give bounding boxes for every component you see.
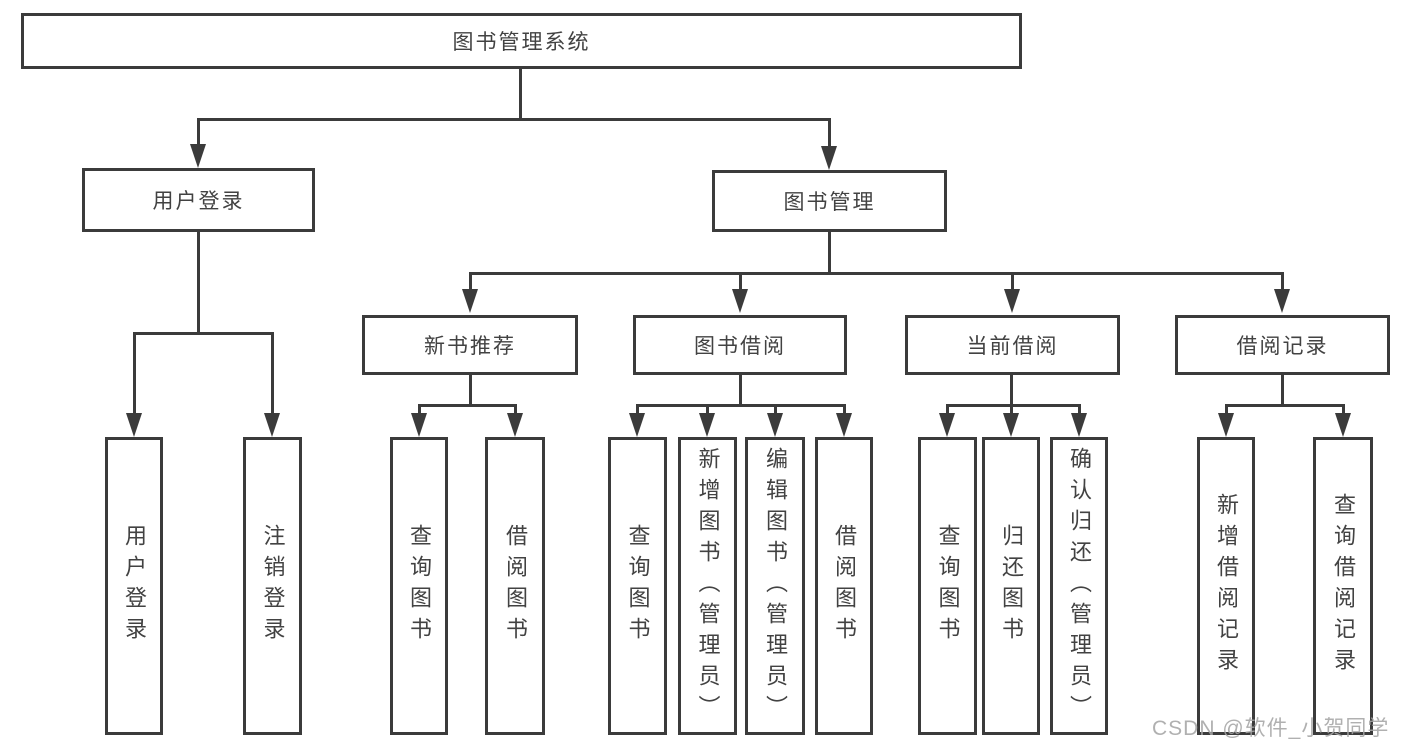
leaf-user-login: 用户登录	[105, 437, 163, 735]
leaf-confirm-return-admin: 确认归还（管理员）	[1050, 437, 1108, 735]
connector-root-hbar	[197, 118, 830, 121]
node-current-borrow: 当前借阅	[905, 315, 1120, 375]
leaf-borrow-books: 借阅图书	[815, 437, 873, 735]
connector-newbook-stem	[469, 375, 472, 407]
connector-userlogin-stem	[197, 232, 200, 335]
arrow-down-icon	[264, 413, 280, 437]
leaf-logout: 注销登录	[243, 437, 302, 735]
leaf-query-borrow-record-label: 查询借阅记录	[1331, 493, 1356, 679]
leaf-borrow-books-recommend-label: 借阅图书	[503, 524, 528, 648]
connector-bookborrow-hbar	[636, 404, 846, 407]
leaf-edit-books-admin: 编辑图书（管理员）	[745, 437, 805, 735]
connector-arm-leaf-login	[133, 332, 136, 416]
connector-arm-new-books	[469, 272, 472, 292]
arrow-down-icon	[699, 413, 715, 437]
leaf-query-books-recommend: 查询图书	[390, 437, 448, 735]
arrow-down-icon	[1335, 413, 1351, 437]
leaf-query-borrow-record: 查询借阅记录	[1313, 437, 1373, 735]
connector-arm	[843, 404, 846, 415]
connector-arm-book-mgmt	[828, 118, 831, 150]
arrow-down-icon	[411, 413, 427, 437]
node-book-management-label: 图书管理	[783, 191, 876, 214]
leaf-add-borrow-record: 新增借阅记录	[1197, 437, 1255, 735]
arrow-down-icon	[1004, 289, 1020, 313]
leaf-borrow-books-label: 借阅图书	[832, 524, 857, 648]
connector-arm-leaf-logout	[271, 332, 274, 416]
leaf-logout-label: 注销登录	[260, 524, 286, 648]
node-user-login: 用户登录	[82, 168, 315, 232]
arrow-down-icon	[126, 413, 142, 437]
node-book-borrow-label: 图书借阅	[694, 335, 786, 358]
connector-arm	[514, 404, 517, 415]
connector-arm	[1342, 404, 1345, 415]
node-borrow-records: 借阅记录	[1175, 315, 1390, 375]
connector-root-stem	[519, 69, 522, 121]
node-current-borrow-label: 当前借阅	[966, 335, 1059, 358]
leaf-user-login-label: 用户登录	[122, 524, 147, 648]
leaf-query-books-recommend-label: 查询图书	[407, 524, 432, 648]
arrow-down-icon	[1274, 289, 1290, 313]
arrow-down-icon	[1218, 413, 1234, 437]
connector-arm-borrow-records	[1281, 272, 1284, 292]
arrow-down-icon	[462, 289, 478, 313]
connector-bookmgmt-hbar	[469, 272, 1283, 275]
connector-arm	[1078, 404, 1081, 415]
arrow-down-icon	[821, 146, 837, 170]
connector-arm	[774, 404, 777, 415]
leaf-borrow-books-recommend: 借阅图书	[485, 437, 545, 735]
node-borrow-records-label: 借阅记录	[1236, 335, 1329, 358]
leaf-query-books-current-label: 查询图书	[935, 524, 961, 648]
leaf-add-books-admin-label: 新增图书（管理员）	[695, 446, 721, 726]
node-book-borrow: 图书借阅	[633, 315, 847, 375]
arrow-down-icon	[732, 289, 748, 313]
arrow-down-icon	[190, 144, 206, 168]
connector-arm-current-borrow	[1011, 272, 1014, 292]
connector-arm	[636, 404, 639, 415]
connector-arm	[1010, 404, 1013, 415]
connector-arm-user-login	[197, 118, 200, 148]
node-book-management: 图书管理	[712, 170, 947, 232]
arrow-down-icon	[1003, 413, 1019, 437]
connector-currentborrow-hbar	[946, 404, 1081, 407]
arrow-down-icon	[629, 413, 645, 437]
connector-bookborrow-stem	[739, 375, 742, 407]
csdn-watermark: CSDN @软件_小贺同学	[1152, 717, 1390, 740]
connector-newbook-hbar	[418, 404, 517, 407]
arrow-down-icon	[767, 413, 783, 437]
connector-arm-book-borrow	[739, 272, 742, 292]
connector-arm	[1225, 404, 1228, 415]
node-root-label: 图书管理系统	[452, 31, 591, 54]
connector-userlogin-hbar	[133, 332, 274, 335]
arrow-down-icon	[939, 413, 955, 437]
leaf-query-books-borrow-label: 查询图书	[625, 524, 651, 648]
connector-arm	[946, 404, 949, 415]
leaf-edit-books-admin-label: 编辑图书（管理员）	[763, 446, 788, 726]
arrow-down-icon	[1071, 413, 1087, 437]
node-new-book-recommend: 新书推荐	[362, 315, 578, 375]
arrow-down-icon	[836, 413, 852, 437]
connector-arm	[418, 404, 421, 415]
arrow-down-icon	[507, 413, 523, 437]
leaf-add-borrow-record-label: 新增借阅记录	[1214, 493, 1239, 679]
connector-records-hbar	[1225, 404, 1345, 407]
node-new-book-recommend-label: 新书推荐	[424, 335, 516, 358]
leaf-query-books-current: 查询图书	[918, 437, 977, 735]
leaf-query-books-borrow: 查询图书	[608, 437, 667, 735]
leaf-return-books-label: 归还图书	[999, 524, 1024, 648]
leaf-return-books: 归还图书	[982, 437, 1040, 735]
node-user-login-label: 用户登录	[152, 190, 245, 213]
connector-arm	[706, 404, 709, 415]
node-root-system: 图书管理系统	[21, 13, 1022, 69]
connector-records-stem	[1281, 375, 1284, 407]
leaf-add-books-admin: 新增图书（管理员）	[678, 437, 737, 735]
connector-currentborrow-stem	[1010, 375, 1013, 407]
leaf-confirm-return-admin-label: 确认归还（管理员）	[1067, 446, 1092, 726]
connector-bookmgmt-stem	[828, 232, 831, 275]
